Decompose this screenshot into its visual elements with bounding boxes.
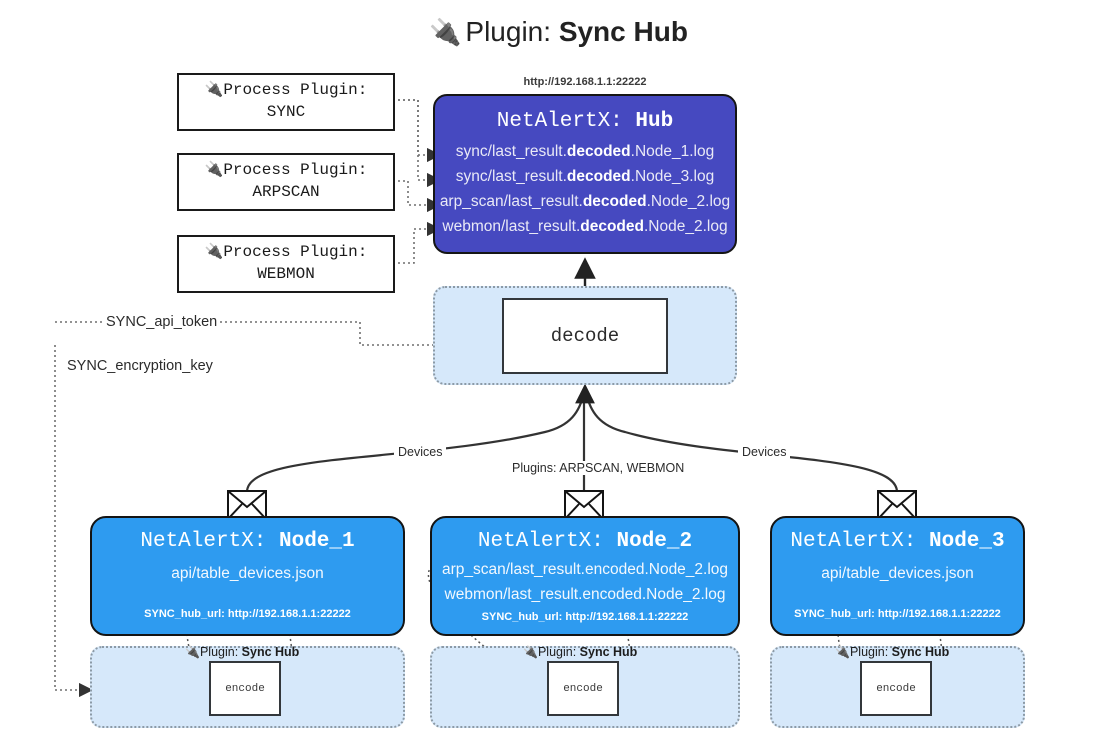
node2-line-2: webmon/last_result.encoded.Node_2.log — [444, 586, 726, 603]
process-plugin-sync-line2: SYNC — [266, 103, 306, 121]
encode-plugin-label-2: 🔌Plugin: Sync Hub — [523, 645, 638, 659]
process-plugin-webmon-line2: WEBMON — [257, 265, 315, 283]
hub-log-3: arp_scan/last_result.decoded.Node_2.log — [439, 193, 731, 210]
process-plugin-sync-line1: 🔌Process Plugin: — [204, 81, 368, 100]
edge-sync-to-hub-2 — [398, 99, 442, 188]
decode-box[interactable]: decode — [502, 298, 668, 374]
plug-icon: 🔌 — [429, 17, 462, 47]
node-box-node1[interactable]: NetAlertX: Node_1 api/table_devices.json… — [90, 516, 405, 636]
edge-label-devices-right: Devices — [738, 445, 791, 459]
process-plugin-arpscan-line1: 🔌Process Plugin: — [204, 161, 368, 180]
process-plugin-arpscan[interactable]: 🔌Process Plugin: ARPSCAN — [177, 153, 395, 211]
encode-plugin-label-3: 🔌Plugin: Sync Hub — [835, 645, 950, 659]
process-plugin-webmon[interactable]: 🔌Process Plugin: WEBMON — [177, 235, 395, 293]
sync-api-token-label: SYNC_api_token — [103, 314, 221, 330]
node2-hub-url: SYNC_hub_url: http://192.168.1.1:22222 — [481, 611, 689, 623]
process-plugin-arpscan-line2: ARPSCAN — [252, 183, 320, 201]
hub-title: NetAlertX: Hub — [497, 110, 673, 133]
hub-log-4: webmon/last_result.decoded.Node_2.log — [442, 218, 728, 235]
node1-line-1: api/table_devices.json — [171, 565, 324, 582]
hub-log-2: sync/last_result.decoded.Node_3.log — [455, 168, 715, 185]
process-plugin-sync[interactable]: 🔌Process Plugin: SYNC — [177, 73, 395, 131]
node-box-node2[interactable]: NetAlertX: Node_2 arp_scan/last_result.e… — [430, 516, 740, 636]
page-title-prefix: Plugin: — [465, 16, 552, 47]
encode-plugin-label-1: 🔌Plugin: Sync Hub — [185, 645, 300, 659]
edge-sync-to-hub — [398, 99, 442, 163]
edge-arpscan-to-hub — [398, 180, 442, 213]
plug-icon: 🔌 — [204, 244, 224, 262]
edge-node3-to-decode — [584, 391, 899, 493]
plug-icon: 🔌 — [835, 645, 850, 659]
plug-icon: 🔌 — [204, 162, 224, 180]
hub-log-1: sync/last_result.decoded.Node_1.log — [455, 143, 715, 160]
node3-hub-url: SYNC_hub_url: http://192.168.1.1:22222 — [794, 608, 1001, 620]
edge-webmon-to-hub — [398, 221, 442, 264]
encode-box-node1[interactable]: encode — [209, 661, 281, 716]
edge-node1-to-decode — [245, 391, 586, 493]
page-title-name: Sync Hub — [558, 16, 688, 47]
node2-line-1: arp_scan/last_result.encoded.Node_2.log — [441, 561, 729, 578]
node3-line-1: api/table_devices.json — [821, 565, 974, 582]
hub-url-label: http://192.168.1.1:22222 — [523, 76, 647, 88]
hub-title-prefix: NetAlertX: — [496, 110, 623, 133]
edge-encryption-key — [54, 345, 94, 698]
plug-icon: 🔌 — [523, 645, 538, 659]
edge-label-plugins: Plugins: ARPSCAN, WEBMON — [508, 461, 689, 475]
node3-title: NetAlertX: Node_3 — [790, 530, 1005, 553]
process-plugin-webmon-line1: 🔌Process Plugin: — [204, 243, 368, 262]
node1-hub-url: SYNC_hub_url: http://192.168.1.1:22222 — [144, 608, 351, 620]
node-box-node3[interactable]: NetAlertX: Node_3 api/table_devices.json… — [770, 516, 1025, 636]
edge-label-devices-left: Devices — [394, 445, 447, 459]
plug-icon: 🔌 — [204, 82, 224, 100]
page-title: 🔌Plugin: Sync Hub — [0, 16, 1117, 48]
envelope-icon-node3 — [877, 490, 917, 525]
sync-encryption-key-label: SYNC_encryption_key — [64, 358, 216, 374]
plug-icon: 🔌 — [185, 645, 200, 659]
encode-box-node3[interactable]: encode — [860, 661, 932, 716]
node1-title: NetAlertX: Node_1 — [140, 530, 355, 553]
node2-title: NetAlertX: Node_2 — [477, 530, 693, 553]
hub-node-box[interactable]: NetAlertX: Hub sync/last_result.decoded.… — [433, 94, 737, 254]
encode-box-node2[interactable]: encode — [547, 661, 619, 716]
hub-title-name: Hub — [635, 110, 674, 133]
